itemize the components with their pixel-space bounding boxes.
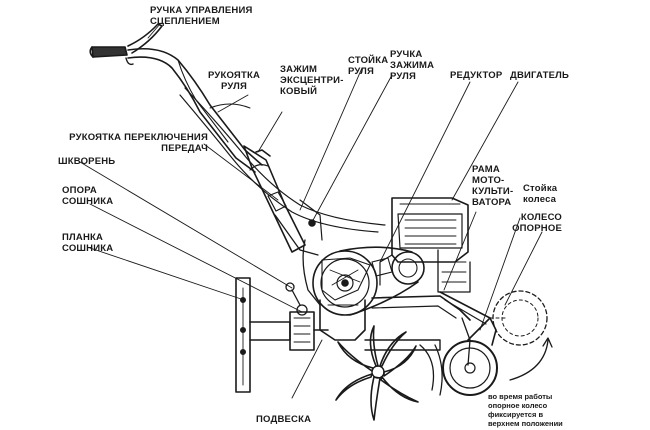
handlebar-grip xyxy=(91,46,128,58)
leader-lines xyxy=(79,23,543,399)
label-kingpin: ШКВОРЕНЬ xyxy=(58,156,116,167)
engine xyxy=(379,197,471,293)
handlebar xyxy=(89,23,386,233)
label-support-wheel: КОЛЕСО ОПОРНОЕ xyxy=(512,212,562,234)
label-engine: ДВИГАТЕЛЬ xyxy=(510,70,570,81)
label-handlebar-grip: РУКОЯТКА РУЛЯ xyxy=(207,70,261,92)
label-wheel-post: Стойка колеса xyxy=(523,183,558,205)
label-coulter-support: ОПОРА СОШНИКА xyxy=(62,185,114,207)
label-gear-shift-handle: РУКОЯТКА ПЕРЕКЛЮЧЕНИЯ ПЕРЕДАЧ xyxy=(69,132,208,154)
cultivator-frame xyxy=(439,291,497,366)
drive-pulley xyxy=(312,250,378,316)
label-clutch-handle: РУЧКА УПРАВЛЕНИЯ СЦЕПЛЕНИЕМ xyxy=(150,5,253,27)
tiller-tines xyxy=(335,325,443,421)
label-suspension: ПОДВЕСКА xyxy=(256,414,312,425)
label-wheel-note: во время работы опорное колесо фиксирует… xyxy=(488,392,563,428)
label-handlebar-post: СТОЙКА РУЛЯ xyxy=(348,55,389,77)
label-gearbox: РЕДУКТОР xyxy=(450,70,503,81)
coulter xyxy=(235,277,329,393)
handlebar-post xyxy=(243,145,323,256)
label-coulter-bar: ПЛАНКА СОШНИКА xyxy=(62,232,114,254)
support-wheel xyxy=(442,290,553,396)
label-handlebar-clamp-handle: РУЧКА ЗАЖИМА РУЛЯ xyxy=(390,49,435,82)
belt-drive xyxy=(312,246,425,316)
label-cultivator-frame: РАМА МОТО- КУЛЬТИ- ВАТОРА xyxy=(472,164,514,208)
label-eccentric-clamp: ЗАЖИМ ЭКСЦЕНТРИ- КОВЫЙ xyxy=(280,64,344,97)
engine-pulley xyxy=(391,251,425,285)
clutch-lever xyxy=(127,23,163,54)
